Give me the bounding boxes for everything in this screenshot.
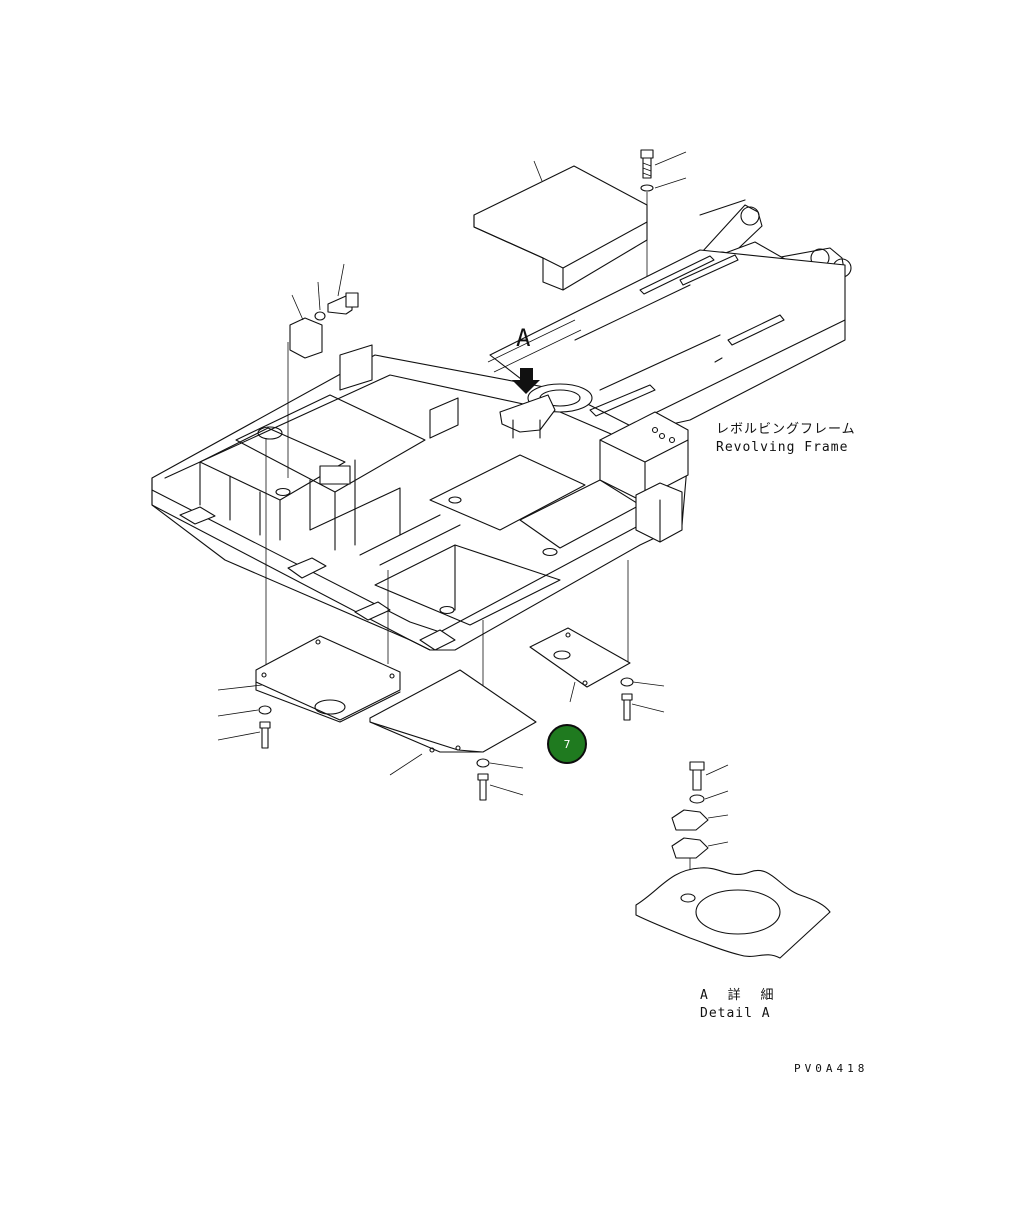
detail-a-parts	[635, 761, 831, 959]
part-callout-number: 7	[563, 737, 571, 751]
revolving-frame	[151, 249, 846, 651]
detail-label-japanese: A 詳 細	[700, 988, 780, 1003]
mount-bracket	[287, 263, 359, 478]
detail-label-english: Detail A	[700, 1006, 771, 1021]
top-cover-plate	[473, 160, 648, 291]
under-cover-right	[529, 627, 665, 721]
under-cover-center	[369, 669, 537, 801]
view-a-arrow	[487, 319, 582, 439]
under-cover-left	[217, 635, 401, 749]
frame-label-japanese: レボルビングフレーム	[716, 422, 856, 437]
view-a-letter: A	[516, 324, 531, 352]
frame-label-english: Revolving Frame	[716, 440, 849, 455]
part-callout-badge[interactable]: 7	[547, 724, 587, 764]
drawing-number: PV0A418	[794, 1062, 869, 1075]
